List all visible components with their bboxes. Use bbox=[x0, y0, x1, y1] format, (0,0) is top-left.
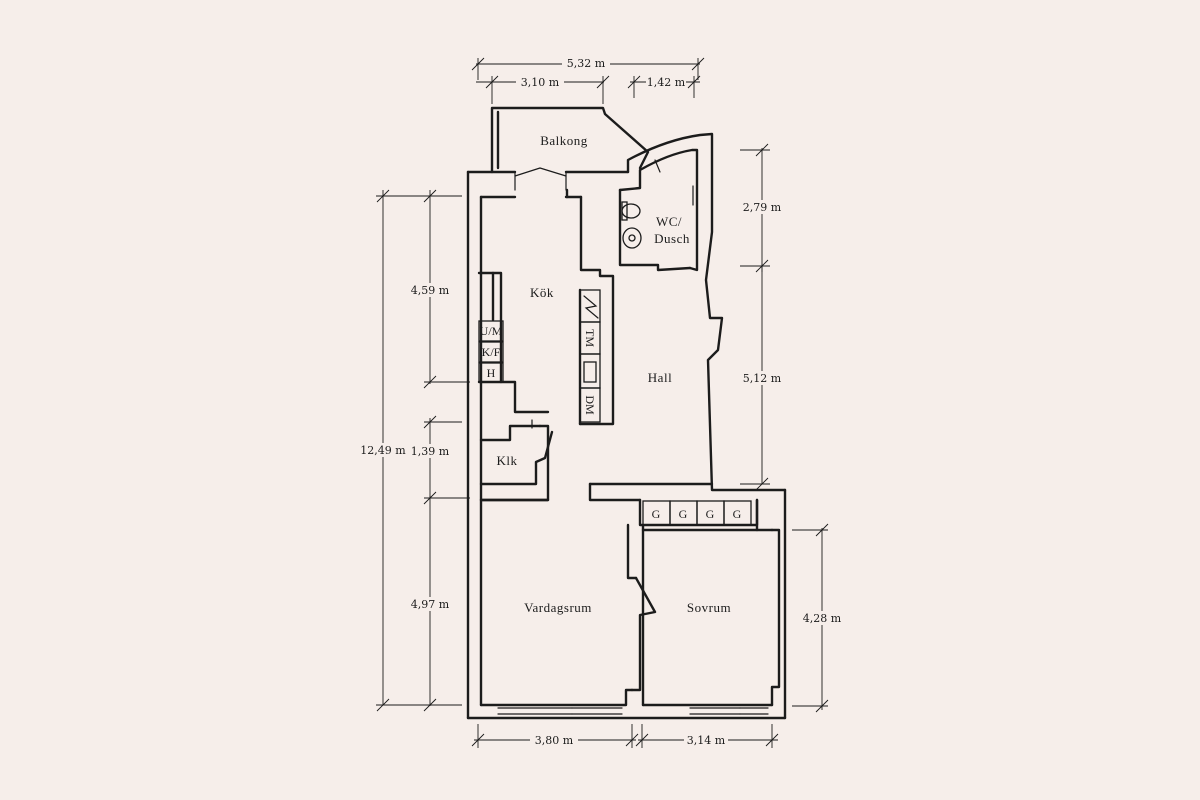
fixture-label-tm: TM bbox=[583, 329, 597, 347]
dim-wc-height: 2,79 m bbox=[743, 201, 782, 214]
wardrobe-label-1: G bbox=[652, 507, 661, 521]
windows bbox=[497, 167, 769, 715]
dim-klk-height: 1,39 m bbox=[411, 445, 450, 458]
dim-bedroom-width: 3,14 m bbox=[687, 734, 726, 747]
room-label-dusch: Dusch bbox=[654, 231, 690, 246]
wardrobes bbox=[642, 500, 752, 526]
sink-icon bbox=[622, 227, 642, 249]
room-label-balkong: Balkong bbox=[540, 133, 588, 148]
room-label-sovrum: Sovrum bbox=[687, 600, 731, 615]
room-label-kok: Kök bbox=[530, 285, 554, 300]
kitchen-fixtures-right bbox=[579, 289, 601, 423]
wardrobe-label-2: G bbox=[679, 507, 688, 521]
stove-icon bbox=[583, 295, 599, 319]
fixture-label-kf: K/F bbox=[482, 345, 501, 359]
wardrobe-label-3: G bbox=[706, 507, 715, 521]
dim-bedroom-height: 4,28 m bbox=[803, 612, 842, 625]
outer-walls bbox=[466, 132, 787, 720]
dim-hall-height: 5,12 m bbox=[743, 372, 782, 385]
wardrobe-label-4: G bbox=[733, 507, 742, 521]
fixture-label-um: U/M bbox=[480, 324, 503, 338]
dimension-lines: 5,32 m 3,10 m 1,42 m 2,79 m 5,12 m 4,28 … bbox=[356, 56, 844, 748]
room-label-klk: Klk bbox=[497, 453, 518, 468]
fixture-labels: U/M K/F H TM DM G G G G bbox=[480, 324, 742, 521]
balcony-outline bbox=[490, 106, 650, 174]
bathroom-fixtures bbox=[618, 159, 694, 272]
kitchen-fixtures-left bbox=[478, 320, 504, 383]
dim-bath-width: 1,42 m bbox=[647, 76, 686, 89]
dim-living-width: 3,80 m bbox=[535, 734, 574, 747]
toilet-icon bbox=[621, 203, 641, 219]
dim-total-width: 5,32 m bbox=[567, 57, 606, 70]
room-label-wc: WC/ bbox=[656, 214, 682, 229]
dim-kitchen-height: 4,59 m bbox=[411, 284, 450, 297]
fixture-label-h: H bbox=[487, 366, 496, 380]
room-label-hall: Hall bbox=[648, 370, 672, 385]
interior-walls bbox=[479, 482, 774, 707]
room-labels: Balkong WC/ Dusch Kök Hall Klk Vardagsru… bbox=[497, 133, 731, 615]
room-label-vardagsrum: Vardagsrum bbox=[524, 600, 592, 615]
dim-living-height: 4,97 m bbox=[411, 598, 450, 611]
dim-total-height: 12,49 m bbox=[360, 444, 406, 457]
dim-balcony-width: 3,10 m bbox=[521, 76, 560, 89]
fixture-label-dm: DM bbox=[583, 395, 597, 415]
